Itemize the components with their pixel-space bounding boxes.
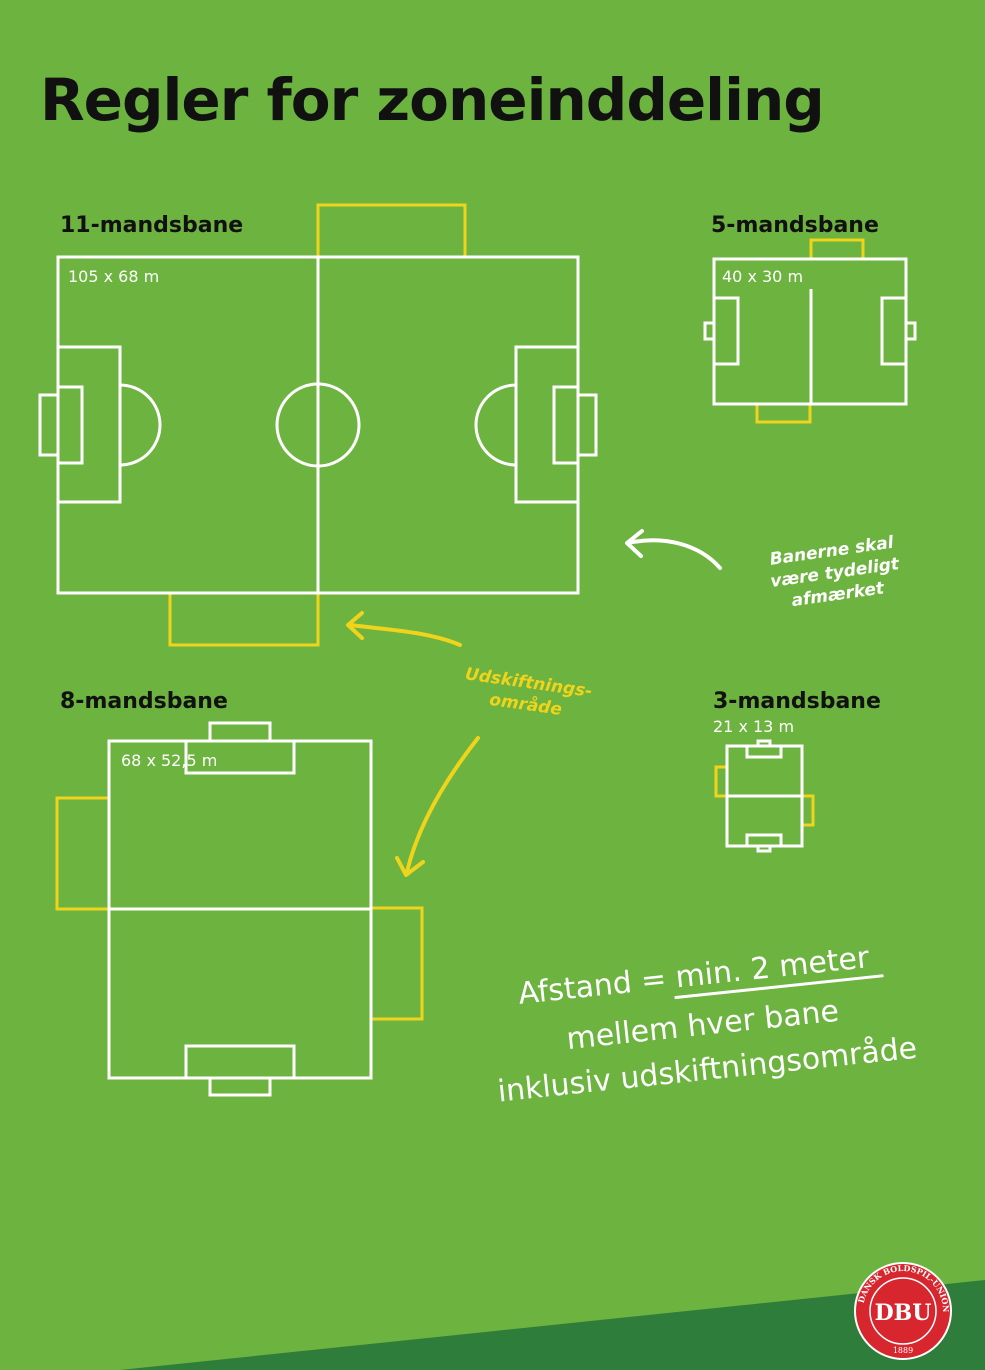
arrow-icon	[626, 538, 722, 570]
arrow-head-icon	[395, 856, 425, 877]
dbu-logo: DANSK BOLDSPIL-UNION DBU 1889	[854, 1262, 952, 1360]
goal	[38, 393, 60, 457]
goal	[756, 739, 772, 748]
arrow-icon	[348, 623, 462, 647]
underline	[674, 974, 884, 1000]
page-title: Regler for zoneinddeling	[40, 66, 824, 134]
goal	[703, 321, 716, 341]
field-size: 68 x 52,5 m	[121, 751, 217, 770]
goal	[576, 393, 598, 457]
goal	[208, 721, 272, 743]
arrow-icon	[405, 736, 480, 874]
field-3-mandsbane: 3-mandsbane 21 x 13 m	[713, 689, 881, 853]
goal	[208, 1076, 272, 1097]
logo-text: DBU	[875, 1300, 932, 1326]
field-8-mandsbane: 8-mandsbane 68 x 52,5 m	[55, 689, 424, 1097]
penalty-arc	[474, 383, 517, 467]
field-label: 3-mandsbane	[713, 689, 881, 714]
bottom-band	[120, 1280, 985, 1370]
field-size: 105 x 68 m	[68, 267, 159, 286]
goal	[904, 321, 917, 341]
goal	[756, 844, 772, 853]
center-circle	[275, 382, 361, 468]
penalty-arc	[119, 383, 162, 467]
field-label: 5-mandsbane	[711, 213, 879, 238]
field-size: 21 x 13 m	[713, 717, 794, 736]
field-5-mandsbane: 5-mandsbane 40 x 30 m	[703, 213, 917, 424]
logo-year: 1889	[893, 1346, 913, 1355]
field-size: 40 x 30 m	[722, 267, 803, 286]
arrow-head-icon	[346, 611, 364, 640]
arrow-head-icon	[625, 529, 644, 558]
field-label: 8-mandsbane	[60, 689, 228, 714]
field-label: 11-mandsbane	[60, 213, 243, 238]
field-11-mandsbane: 11-mandsbane 105 x 68 m	[38, 203, 598, 647]
